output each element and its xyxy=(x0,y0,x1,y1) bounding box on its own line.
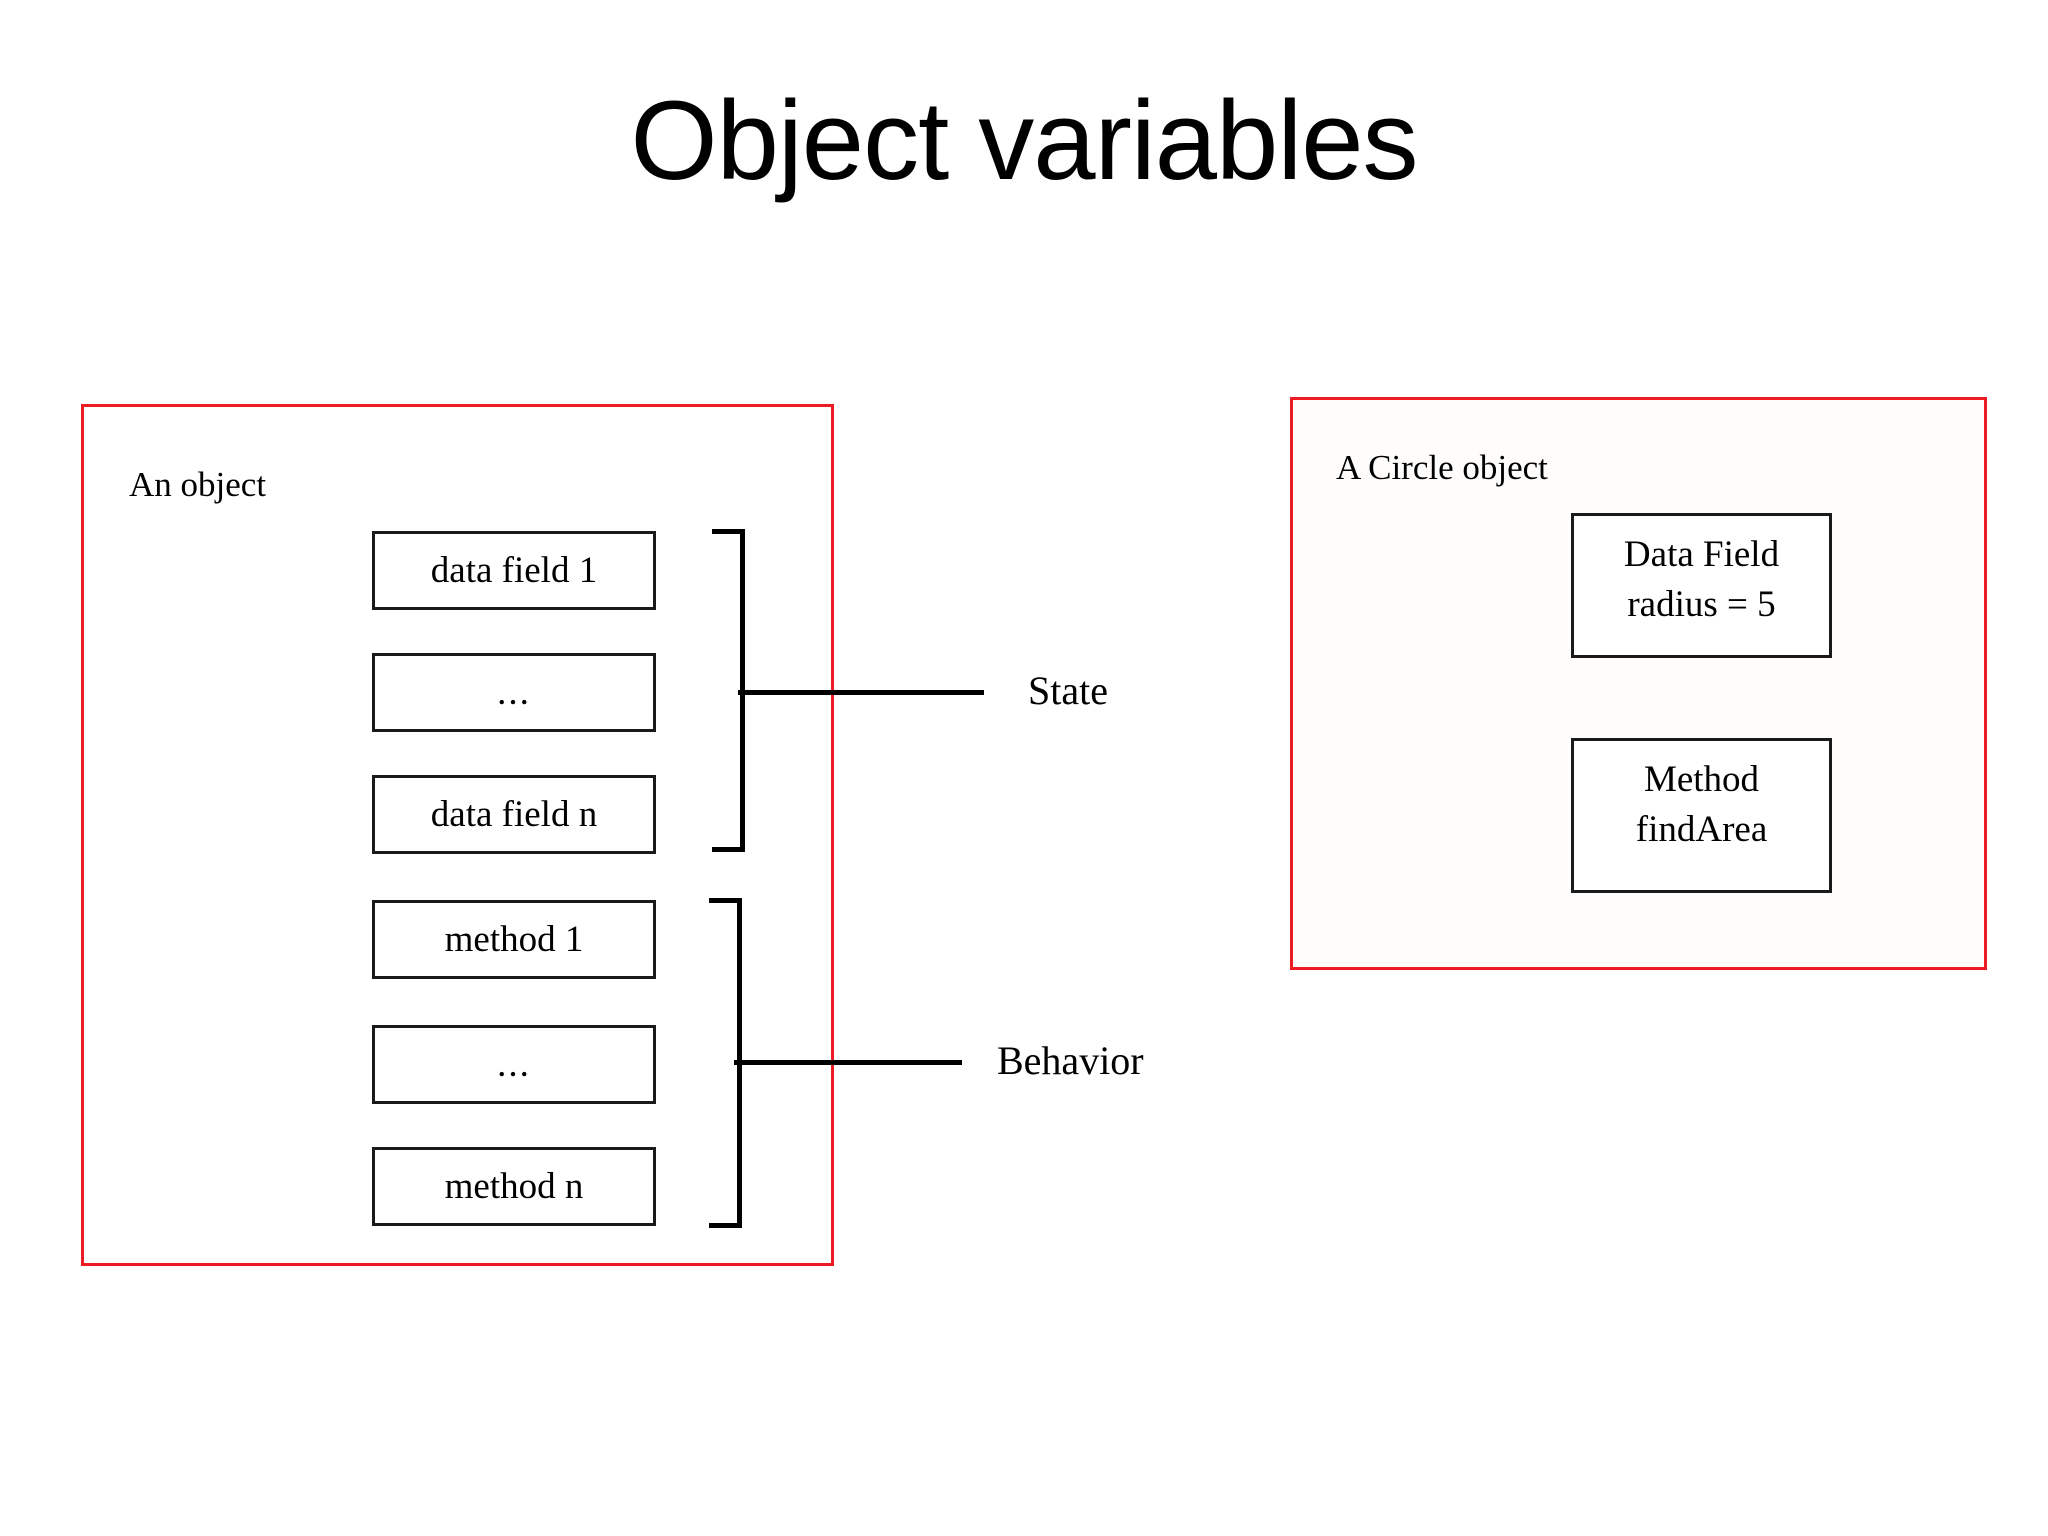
circle-data-field-value: radius = 5 xyxy=(1627,583,1776,625)
circle-method-box: Method findArea xyxy=(1571,738,1832,893)
behavior-label: Behavior xyxy=(997,1038,1144,1083)
member-box-data-field-ellipsis: ... xyxy=(372,653,656,732)
member-box-method-1: method 1 xyxy=(372,900,656,979)
member-box-data-field-1: data field 1 xyxy=(372,531,656,610)
circle-panel-caption: A Circle object xyxy=(1336,448,1548,487)
circle-data-field-box: Data Field radius = 5 xyxy=(1571,513,1832,658)
member-box-method-ellipsis: ... xyxy=(372,1025,656,1104)
object-panel-caption: An object xyxy=(129,465,267,504)
circle-panel: A Circle object Data Field radius = 5 Me… xyxy=(1290,397,1987,970)
member-box-data-field-n: data field n xyxy=(372,775,656,854)
state-label: State xyxy=(1028,668,1108,713)
circle-method-name: findArea xyxy=(1635,808,1768,850)
object-panel: An object data field 1 ... data field n … xyxy=(81,404,834,1266)
page-title: Object variables xyxy=(630,78,1418,203)
circle-method-title: Method xyxy=(1643,759,1760,800)
member-box-method-n: method n xyxy=(372,1147,656,1226)
circle-data-field-title: Data Field xyxy=(1623,534,1780,575)
state-connector-line xyxy=(738,690,984,695)
behavior-connector-line xyxy=(734,1060,962,1065)
